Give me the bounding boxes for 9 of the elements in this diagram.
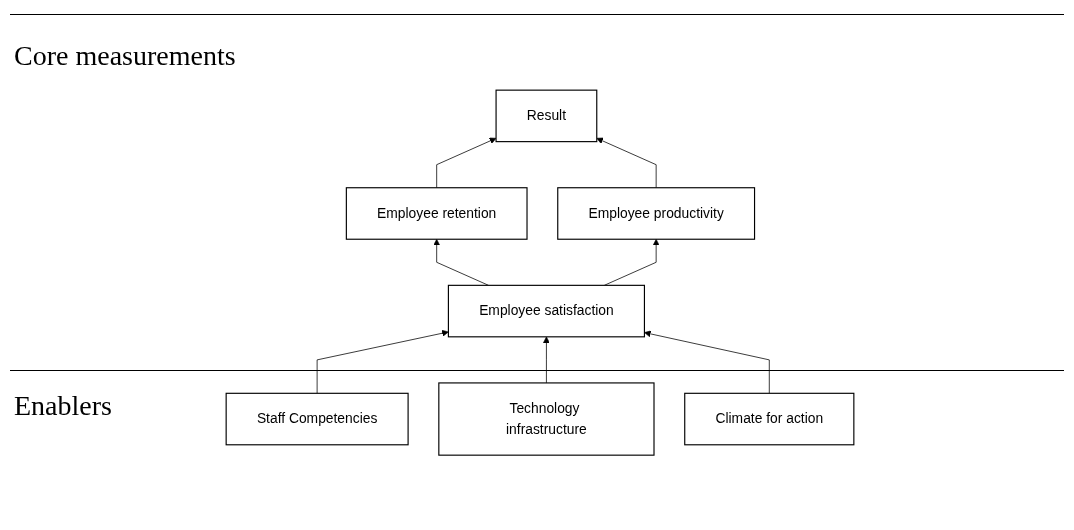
node-box: Climate for action [684, 392, 855, 446]
node-box: Staff Competencies [225, 392, 409, 446]
node-box: Employee retention [345, 187, 528, 240]
node-box: Result [495, 89, 598, 143]
section-label: Core measurements [14, 40, 236, 72]
node-box: Technology infrastructure [438, 382, 655, 456]
node-box: Employee productivity [557, 187, 756, 240]
node-box: Employee satisfaction [447, 284, 645, 338]
section-label: Enablers [14, 390, 112, 422]
